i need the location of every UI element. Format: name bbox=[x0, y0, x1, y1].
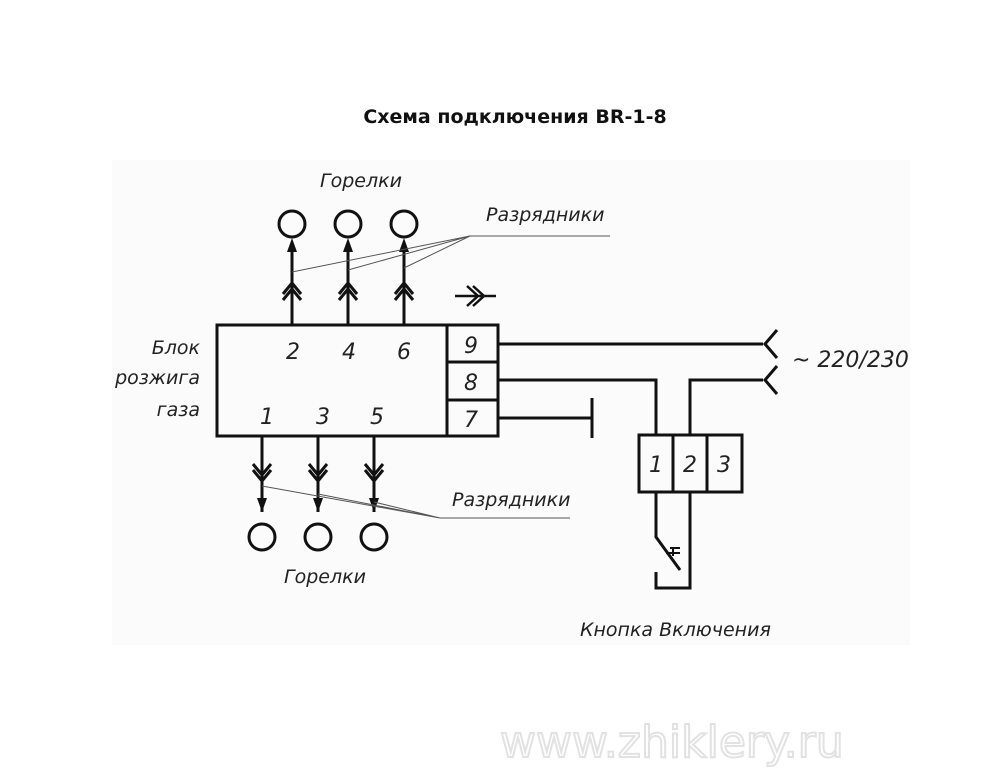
arrowheads bbox=[257, 238, 409, 512]
burner-bottom bbox=[303, 436, 333, 552]
voltage-label: ~ 220/230 bbox=[792, 348, 909, 373]
arresters-top-label: Разрядники bbox=[486, 204, 604, 226]
block-label-1: Блок bbox=[152, 337, 201, 359]
block-label-2: розжига bbox=[114, 367, 200, 389]
terminal-label: 7 bbox=[464, 408, 478, 433]
terminal-label: 9 bbox=[464, 334, 478, 359]
block-label-3: газа bbox=[157, 399, 200, 421]
pin-label: 1 bbox=[260, 405, 274, 430]
diagram-title: Схема подключения BR-1-8 bbox=[363, 106, 667, 128]
pin-label: 2 bbox=[286, 340, 300, 365]
wire-terminal-8 bbox=[498, 378, 658, 436]
burner-bottom bbox=[247, 436, 277, 552]
plug-connector-icon bbox=[763, 365, 779, 395]
burner-top bbox=[389, 209, 419, 325]
watermark: www.zhiklery.ru bbox=[500, 717, 844, 768]
burner-bottom bbox=[359, 436, 389, 552]
diagram-background bbox=[112, 160, 910, 645]
burner-top bbox=[333, 209, 363, 325]
switch-wire bbox=[654, 492, 692, 590]
switch-terminal-label: 1 bbox=[649, 453, 663, 478]
leader-lines bbox=[261, 235, 610, 519]
burner-top bbox=[277, 209, 307, 325]
pin-label: 6 bbox=[397, 340, 411, 365]
terminal-label: 8 bbox=[464, 371, 478, 396]
pin-label: 5 bbox=[370, 405, 384, 430]
button-label: Кнопка Включения bbox=[580, 619, 771, 641]
pin-label: 3 bbox=[316, 405, 330, 430]
switch-terminal-label: 2 bbox=[683, 453, 697, 478]
burners-bottom-label: Горелки bbox=[284, 566, 366, 588]
direction-arrow-icon bbox=[455, 285, 496, 307]
pin-label: 4 bbox=[342, 340, 356, 365]
push-button-icon bbox=[654, 492, 682, 571]
burners-top-label: Горелки bbox=[320, 170, 402, 192]
switch-terminal-label: 3 bbox=[717, 453, 731, 478]
plug-connector-icon bbox=[763, 329, 779, 359]
wire-switch-2 bbox=[688, 378, 763, 436]
arresters-bottom-label: Разрядники bbox=[452, 489, 570, 511]
